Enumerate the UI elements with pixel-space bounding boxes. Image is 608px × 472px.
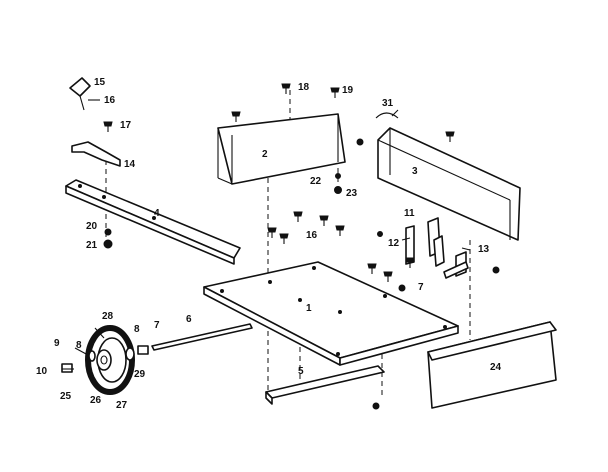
label-part-26: 26: [90, 395, 102, 406]
label-part-3: 3: [412, 166, 418, 177]
side-panel-right: [377, 127, 521, 241]
label-part-16b: 16: [306, 230, 318, 241]
label-part-31: 31: [382, 98, 394, 109]
label-part-14: 14: [124, 159, 136, 170]
label-part-9: 9: [54, 338, 60, 349]
front-panel: [427, 321, 557, 409]
vertical-brackets: [405, 217, 445, 267]
label-part-16a: 16: [104, 95, 116, 106]
axle-rod: [151, 323, 253, 351]
label-part-27: 27: [116, 400, 128, 411]
label-part-24: 24: [490, 362, 502, 373]
angle-rail-bottom: [265, 365, 385, 405]
screws: [103, 83, 500, 410]
label-part-22: 22: [310, 176, 322, 187]
label-part-4: 4: [154, 208, 160, 219]
label-part-12: 12: [388, 238, 400, 249]
leader-lines: [62, 109, 471, 370]
latch-pin: [69, 77, 100, 111]
label-part-20: 20: [86, 221, 98, 232]
label-part-2: 2: [262, 149, 268, 160]
label-part-11: 11: [404, 208, 415, 219]
label-part-8b: 8: [134, 324, 140, 335]
part-labels: 1 2 3 4 5 6 7 7 8 8 9 10 11 12 13 14 15 …: [36, 77, 502, 411]
angle-rail-left: [65, 179, 241, 265]
label-part-23: 23: [346, 188, 358, 199]
label-part-6: 6: [186, 314, 192, 325]
label-part-28: 28: [102, 311, 114, 322]
clip: [375, 112, 399, 119]
label-part-7a: 7: [154, 320, 160, 331]
label-part-17: 17: [120, 120, 132, 131]
label-part-13: 13: [478, 244, 490, 255]
base-platform: [203, 261, 459, 366]
label-part-15: 15: [94, 77, 106, 88]
label-part-8a: 8: [76, 340, 82, 351]
label-part-5: 5: [298, 366, 304, 377]
label-part-7b: 7: [418, 282, 424, 293]
label-part-21: 21: [86, 240, 98, 251]
label-part-1: 1: [306, 303, 312, 314]
side-panel-left: [217, 113, 346, 185]
label-part-19: 19: [342, 85, 354, 96]
label-part-25: 25: [60, 391, 72, 402]
corner-bracket: [443, 251, 469, 279]
wheel-assembly: [61, 325, 149, 395]
label-part-10: 10: [36, 366, 48, 377]
label-part-18: 18: [298, 82, 310, 93]
label-part-29: 29: [134, 369, 146, 380]
hinge-bracket: [71, 141, 121, 167]
